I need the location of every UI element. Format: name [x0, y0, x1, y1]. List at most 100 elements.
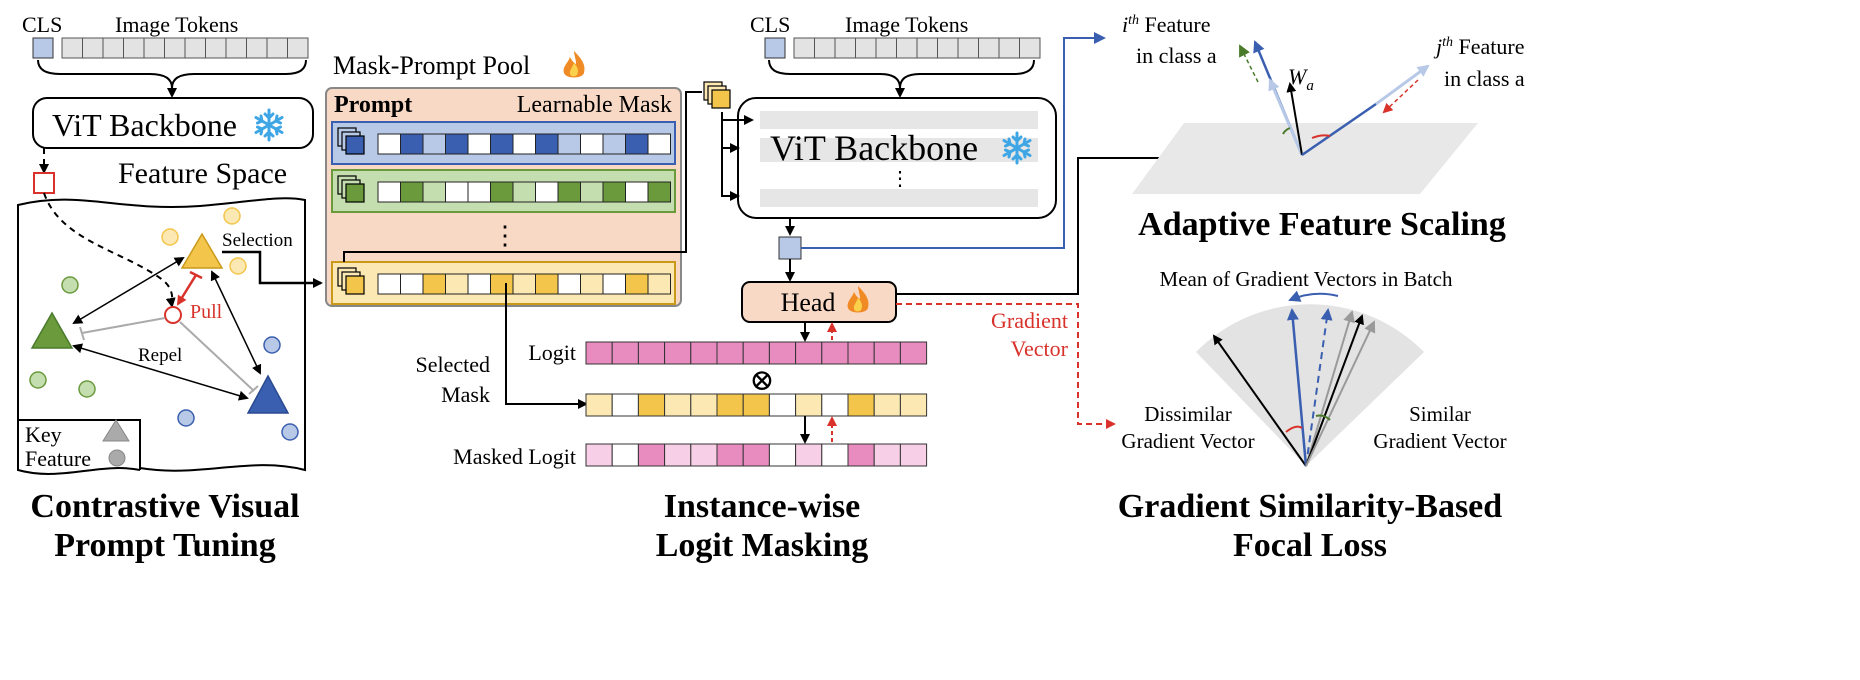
legend-key-triangle	[102, 419, 130, 442]
head-label: Head	[781, 288, 836, 317]
masked-logit-cell	[742, 443, 770, 467]
image-token	[855, 37, 877, 59]
feature-plane	[1132, 123, 1478, 194]
image-token	[205, 37, 227, 59]
mask-cell	[647, 273, 671, 295]
feature-point	[281, 423, 299, 441]
image-token	[978, 37, 1000, 59]
mask-cell	[467, 273, 491, 295]
left-cls-token	[32, 37, 54, 59]
mask-cell	[611, 393, 639, 417]
masked-logit-label: Masked Logit	[453, 444, 576, 469]
mask-cell	[377, 181, 401, 203]
mask-cell	[467, 133, 491, 155]
dissimilar-line1: Dissimilar	[1144, 402, 1232, 426]
image-token	[937, 37, 959, 59]
image-token	[916, 37, 938, 59]
mask-cell	[377, 133, 401, 155]
mask-cell	[400, 181, 424, 203]
logit-cell	[585, 341, 613, 365]
mean-gradient-new-vector	[1305, 308, 1333, 467]
selected-mask-row	[585, 393, 928, 417]
mask-cell	[535, 133, 559, 155]
masked-logit-cell	[873, 443, 901, 467]
j-feature-line1: jth Feature	[1433, 34, 1524, 59]
mask-cell	[625, 181, 649, 203]
logit-cell	[768, 341, 797, 365]
gradient-label-line2: Vector	[1011, 336, 1069, 361]
image-token	[896, 37, 918, 59]
feature-point	[61, 276, 79, 294]
image-token	[266, 37, 288, 59]
image-token	[246, 37, 268, 59]
mask-cell	[580, 273, 604, 295]
image-token	[123, 37, 145, 59]
selection-label: Selection	[222, 230, 293, 251]
w-a-vector	[1286, 82, 1303, 156]
similar-gradient-vector	[1305, 320, 1376, 467]
left-image-tokens	[61, 37, 309, 59]
mid-image-tokens	[793, 37, 1041, 59]
mask-cell	[422, 273, 446, 295]
gradient-label-line1: Gradient	[991, 308, 1068, 333]
mid-image-tokens-label: Image Tokens	[845, 12, 968, 37]
mask-cell	[445, 133, 469, 155]
masked-logit-cell	[716, 443, 744, 467]
mask-cell	[768, 393, 797, 417]
pool-title: Mask-Prompt Pool	[333, 51, 530, 80]
logit-cell	[873, 341, 901, 365]
mask-cell	[716, 393, 744, 417]
logit-cell	[847, 341, 875, 365]
left-image-tokens-label: Image Tokens	[115, 12, 238, 37]
vit-dots: ⋮	[890, 168, 910, 190]
masked-logit-cell	[847, 443, 875, 467]
j-feature-scaled-vector	[1375, 64, 1430, 106]
legend-key-label: Key	[25, 422, 62, 447]
image-token	[875, 37, 897, 59]
mask-cell	[647, 133, 671, 155]
focal-title-line2: Focal Loss	[1233, 527, 1387, 564]
feature-point	[229, 257, 247, 275]
mask-cell	[535, 181, 559, 203]
masked-logit-cell	[821, 443, 849, 467]
mask-cell	[664, 393, 692, 417]
mask-cell	[795, 393, 823, 417]
pool-dots: ⋮	[492, 221, 518, 250]
similar-gradient-vector	[1305, 314, 1364, 467]
query-feature-point	[164, 306, 182, 324]
mask-cell	[821, 393, 849, 417]
left-title-line1: Contrastive Visual	[30, 488, 299, 525]
prompt-stack-layer	[711, 89, 731, 109]
mask-prompt-pool: Mask-Prompt Pool Prompt Learnable Mask ⋮	[325, 51, 702, 409]
left-token-brace	[37, 59, 307, 89]
legend-feature-circle	[108, 449, 126, 467]
image-token	[225, 37, 247, 59]
feature-point	[177, 409, 195, 427]
prompt-stack-layer	[345, 183, 365, 203]
image-token	[957, 37, 979, 59]
j-feature-gradient	[1382, 79, 1419, 114]
logit-cell	[899, 341, 928, 365]
masked-logit-row	[585, 443, 928, 467]
mask-cell	[557, 273, 581, 295]
pool-prompt-stacks	[337, 127, 365, 295]
mask-cell	[490, 181, 514, 203]
otimes-symbol: ⊗	[749, 364, 774, 397]
left-panel: CLS Image Tokens ViT Backbone Feature Sp…	[17, 12, 323, 564]
mask-cell	[602, 181, 626, 203]
mask-cell	[467, 181, 491, 203]
logit-cell	[690, 341, 718, 365]
image-token	[164, 37, 186, 59]
mask-cell	[647, 181, 671, 203]
left-cls-label: CLS	[22, 12, 62, 37]
mean-gradient-label: Mean of Gradient Vectors in Batch	[1160, 267, 1453, 291]
focal-loss-panel: Mean of Gradient Vectors in Batch Dissim…	[1118, 267, 1507, 564]
mask-cell	[512, 181, 536, 203]
left-vit-box	[32, 97, 314, 149]
masked-logit-cell	[664, 443, 692, 467]
feature-point	[161, 228, 179, 246]
selected-mask-line2: Mask	[441, 382, 490, 407]
gradient-sector	[1196, 304, 1424, 466]
